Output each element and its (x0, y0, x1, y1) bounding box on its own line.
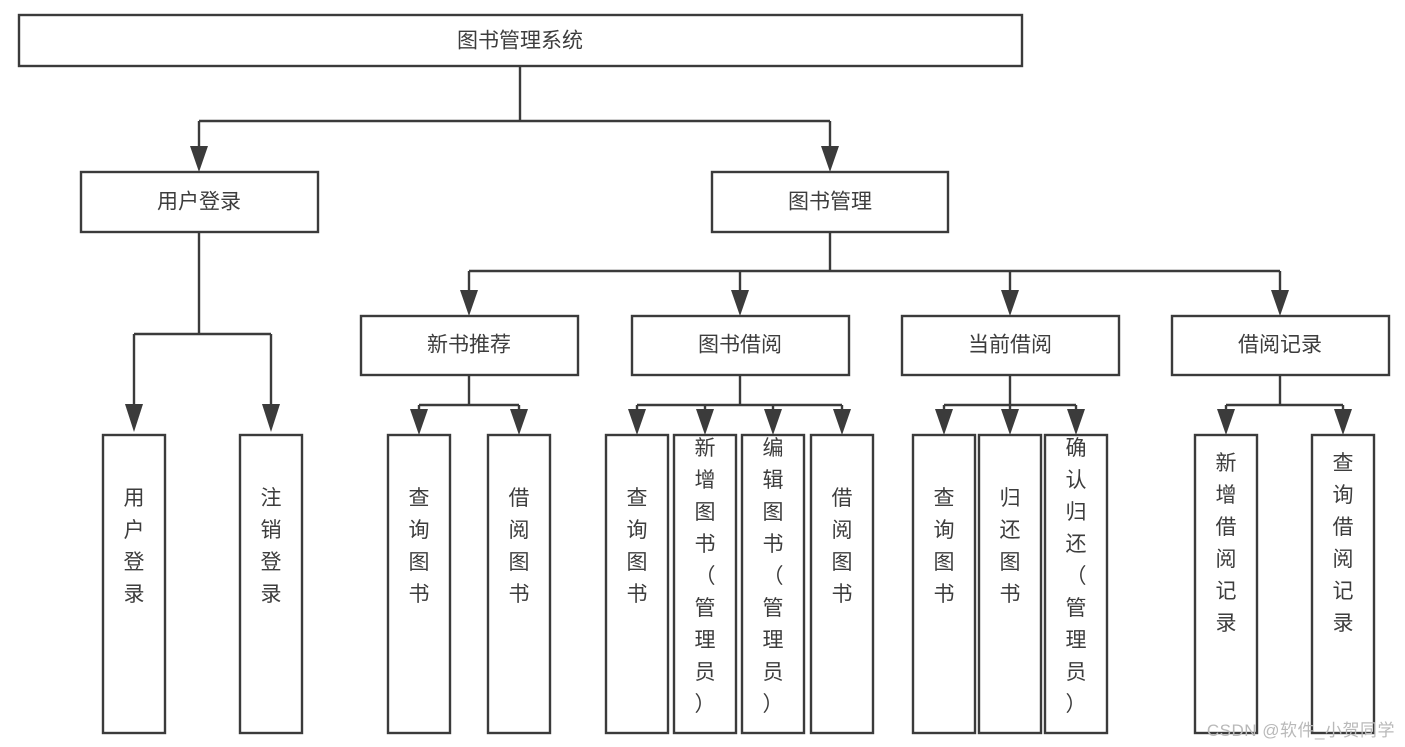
node-borrow-record-label: 借阅记录 (1238, 334, 1322, 357)
leaf-book-borrow-4-box[interactable] (809, 433, 875, 735)
leaf-book-borrow-4-label: 借阅图书 (832, 487, 853, 606)
leaf-book-borrow-2-label: 新增图书（管理员） (695, 437, 716, 716)
leaf-borrow-record-1-box[interactable] (1193, 433, 1259, 735)
node-book-borrow-label: 图书借阅 (698, 334, 782, 357)
arrow-book-borrow-leaf-3 (764, 409, 782, 435)
leaf-new-book-1-label: 查询图书 (409, 487, 430, 606)
node-borrow-record[interactable]: 借阅记录 (1170, 314, 1391, 377)
leaf-book-borrow-3-box[interactable] (740, 433, 806, 735)
arrow-user-login-leaf-2 (262, 404, 280, 432)
node-book-management[interactable]: 图书管理 (710, 170, 950, 234)
node-current-borrow[interactable]: 当前借阅 (900, 314, 1121, 377)
arrow-book-borrow-leaf-2 (696, 409, 714, 435)
leaf-user-login-1[interactable]: 用户登录 (101, 433, 167, 735)
leaf-current-borrow-2[interactable]: 归还图书 (977, 433, 1043, 735)
node-book-borrow-box[interactable] (630, 314, 851, 377)
leaf-current-borrow-2-label: 归还图书 (1000, 487, 1021, 606)
leaf-new-book-1-box[interactable] (386, 433, 452, 735)
leaf-user-login-1-label: 用户登录 (124, 487, 145, 606)
node-new-book-recommend-box[interactable] (359, 314, 580, 377)
arrow-book-borrow-leaf-1 (628, 409, 646, 435)
arrow-new-book-leaf-2 (510, 409, 528, 435)
leaf-borrow-record-2[interactable]: 查询借阅记录 (1310, 433, 1376, 735)
leaf-new-book-2-box[interactable] (486, 433, 552, 735)
leaf-new-book-2[interactable]: 借阅图书 (486, 433, 552, 735)
arrow-root-to-book-mgmt (821, 146, 839, 172)
leaf-book-borrow-4[interactable]: 借阅图书 (809, 433, 875, 735)
leaf-book-borrow-3-label: 编辑图书（管理员） (763, 437, 784, 716)
node-user-login-box[interactable] (79, 170, 320, 234)
leaf-current-borrow-2-box[interactable] (977, 433, 1043, 735)
leaf-borrow-record-2-box[interactable] (1310, 433, 1376, 735)
arrow-borrow-record-leaf-2 (1334, 409, 1352, 435)
arrow-to-borrow-record (1271, 290, 1289, 316)
leaf-current-borrow-3[interactable]: 确认归还（管理员） (1043, 433, 1109, 735)
node-current-borrow-label: 当前借阅 (968, 334, 1052, 357)
arrow-user-login-leaf-1 (125, 404, 143, 432)
leaf-current-borrow-3-box[interactable] (1043, 433, 1109, 735)
arrow-current-borrow-leaf-3 (1067, 409, 1085, 435)
leaf-current-borrow-1-box[interactable] (911, 433, 977, 735)
leaf-new-book-1[interactable]: 查询图书 (386, 433, 452, 735)
node-book-management-box[interactable] (710, 170, 950, 234)
leaf-current-borrow-3-label: 确认归还（管理员） (1066, 437, 1087, 716)
leaf-book-borrow-1-label: 查询图书 (627, 487, 648, 606)
node-root-system[interactable]: 图书管理系统 (17, 13, 1024, 68)
arrow-borrow-record-leaf-1 (1217, 409, 1235, 435)
arrow-root-to-user-login (190, 146, 208, 172)
leaf-book-borrow-1[interactable]: 查询图书 (604, 433, 670, 735)
connector-layer (125, 66, 1352, 435)
arrow-to-current-borrow (1001, 290, 1019, 316)
leaf-user-login-1-box[interactable] (101, 433, 167, 735)
arrow-current-borrow-leaf-2 (1001, 409, 1019, 435)
leaf-user-login-2-box[interactable] (238, 433, 304, 735)
node-book-management-label: 图书管理 (788, 191, 872, 214)
leaf-book-borrow-2[interactable]: 新增图书（管理员） (672, 433, 738, 735)
leaf-book-borrow-2-box[interactable] (672, 433, 738, 735)
leaf-borrow-record-2-label: 查询借阅记录 (1333, 452, 1354, 635)
arrow-book-borrow-leaf-4 (833, 409, 851, 435)
leaf-borrow-record-1[interactable]: 新增借阅记录 (1193, 433, 1259, 735)
node-current-borrow-box[interactable] (900, 314, 1121, 377)
node-root-system-label: 图书管理系统 (457, 30, 583, 53)
leaf-current-borrow-1[interactable]: 查询图书 (911, 433, 977, 735)
node-new-book-recommend[interactable]: 新书推荐 (359, 314, 580, 377)
leaf-book-borrow-3[interactable]: 编辑图书（管理员） (740, 433, 806, 735)
leaf-new-book-2-label: 借阅图书 (509, 487, 530, 606)
node-new-book-recommend-label: 新书推荐 (427, 334, 511, 357)
arrow-to-book-borrow (731, 290, 749, 316)
node-user-login-label: 用户登录 (157, 191, 241, 214)
leaf-user-login-2-label: 注销登录 (261, 487, 282, 606)
leaf-current-borrow-1-label: 查询图书 (934, 487, 955, 606)
leaf-user-login-2[interactable]: 注销登录 (238, 433, 304, 735)
node-root-system-box[interactable] (17, 13, 1024, 68)
node-user-login[interactable]: 用户登录 (79, 170, 320, 234)
arrow-new-book-leaf-1 (410, 409, 428, 435)
arrow-to-new-book-recommend (460, 290, 478, 316)
node-book-borrow[interactable]: 图书借阅 (630, 314, 851, 377)
leaf-borrow-record-1-label: 新增借阅记录 (1216, 452, 1237, 635)
leaf-book-borrow-1-box[interactable] (604, 433, 670, 735)
node-borrow-record-box[interactable] (1170, 314, 1391, 377)
arrow-current-borrow-leaf-1 (935, 409, 953, 435)
